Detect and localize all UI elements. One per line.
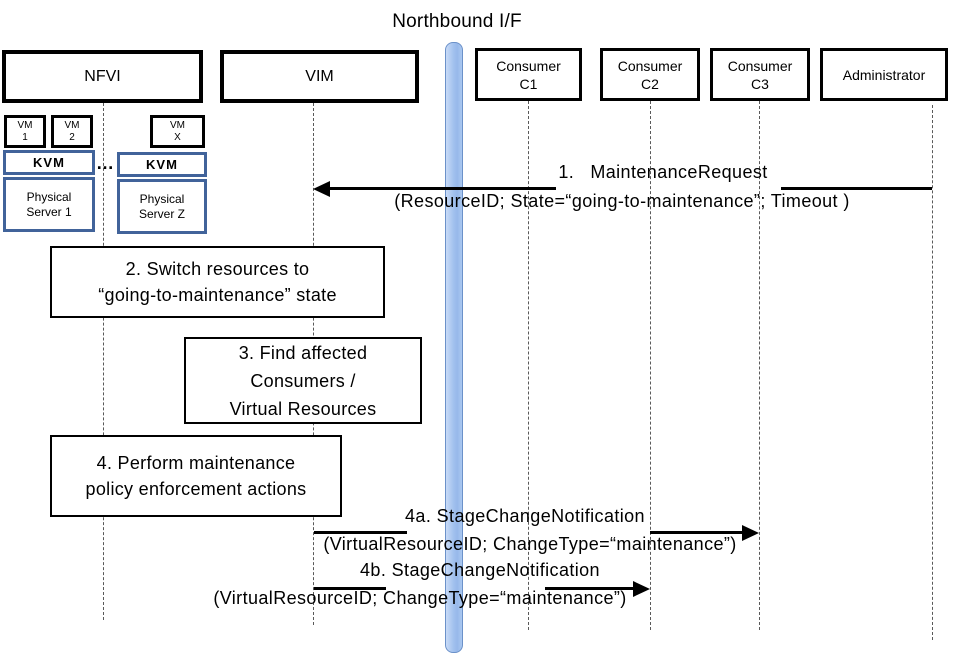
message-4a-line-left — [314, 531, 407, 534]
actor-consumer-c3: Consumer C3 — [710, 48, 810, 101]
lifeline-consumer-c1 — [528, 101, 529, 630]
message-4a-name: 4a. StageChangeNotification — [405, 506, 645, 526]
message-4b-line-left — [314, 587, 386, 590]
message-1-params: (ResourceID; State=“going-to-maintenance… — [394, 191, 850, 211]
message-1-line-right — [781, 187, 932, 190]
vm-1-box: VM 1 — [4, 115, 46, 148]
kvm-left-box: KVM — [3, 150, 95, 175]
physical-server-z-label: Physical Server Z — [138, 191, 185, 221]
actor-consumer-c1: Consumer C1 — [475, 48, 582, 101]
actor-vim-label: VIM — [305, 67, 334, 85]
kvm-left-label: KVM — [33, 155, 65, 170]
action-step-3: 3. Find affected Consumers / Virtual Res… — [184, 337, 422, 424]
actor-vim: VIM — [220, 50, 419, 103]
physical-server-1-label: Physical Server 1 — [26, 189, 72, 219]
message-4a-params: (VirtualResourceID; ChangeType=“maintena… — [323, 534, 737, 554]
action-step-3-label: 3. Find affected Consumers / Virtual Res… — [229, 342, 377, 419]
action-step-2-label: 2. Switch resources to “going-to-mainten… — [98, 259, 337, 305]
actor-administrator: Administrator — [820, 48, 948, 101]
message-1-name: 1. MaintenanceRequest — [558, 162, 768, 182]
lifeline-nfvi — [103, 103, 104, 620]
lifeline-administrator — [932, 105, 933, 640]
kvm-right-box: KVM — [117, 152, 207, 177]
northbound-interface-bar — [445, 42, 463, 653]
action-step-4-label: 4. Perform maintenance policy enforcemen… — [85, 453, 307, 499]
physical-server-z-box: Physical Server Z — [117, 179, 207, 234]
actor-consumer-c2: Consumer C2 — [600, 48, 700, 101]
ellipsis-between-kvm: … — [96, 153, 114, 173]
action-step-2: 2. Switch resources to “going-to-mainten… — [50, 246, 385, 318]
actor-consumer-c1-label: Consumer C1 — [496, 57, 561, 92]
message-4b-name: 4b. StageChangeNotification — [360, 560, 600, 580]
vm-2-label: VM 2 — [64, 119, 80, 143]
vm-x-label: VM X — [170, 119, 185, 143]
vm-1-label: VM 1 — [17, 119, 33, 143]
message-4b-line-right — [545, 587, 634, 590]
actor-administrator-label: Administrator — [842, 66, 926, 83]
vm-2-box: VM 2 — [51, 115, 93, 148]
lifeline-consumer-c2 — [650, 101, 651, 630]
message-4b-params: (VirtualResourceID; ChangeType=“maintena… — [213, 588, 627, 608]
vm-x-box: VM X — [150, 115, 205, 148]
action-step-4: 4. Perform maintenance policy enforcemen… — [50, 435, 342, 517]
diagram-title: Northbound I/F — [392, 11, 522, 32]
actor-consumer-c3-label: Consumer C3 — [727, 57, 793, 92]
message-4a-arrowhead — [742, 525, 759, 541]
actor-nfvi-label: NFVI — [84, 67, 121, 85]
message-4b-arrowhead — [633, 581, 650, 597]
message-1-line-left — [327, 187, 556, 190]
message-4a-line-right — [650, 531, 744, 534]
lifeline-consumer-c3 — [759, 101, 760, 630]
physical-server-1-box: Physical Server 1 — [3, 177, 95, 232]
actor-nfvi: NFVI — [2, 50, 203, 103]
message-1-arrowhead — [313, 181, 330, 197]
kvm-right-label: KVM — [146, 157, 178, 172]
actor-consumer-c2-label: Consumer C2 — [617, 57, 683, 92]
